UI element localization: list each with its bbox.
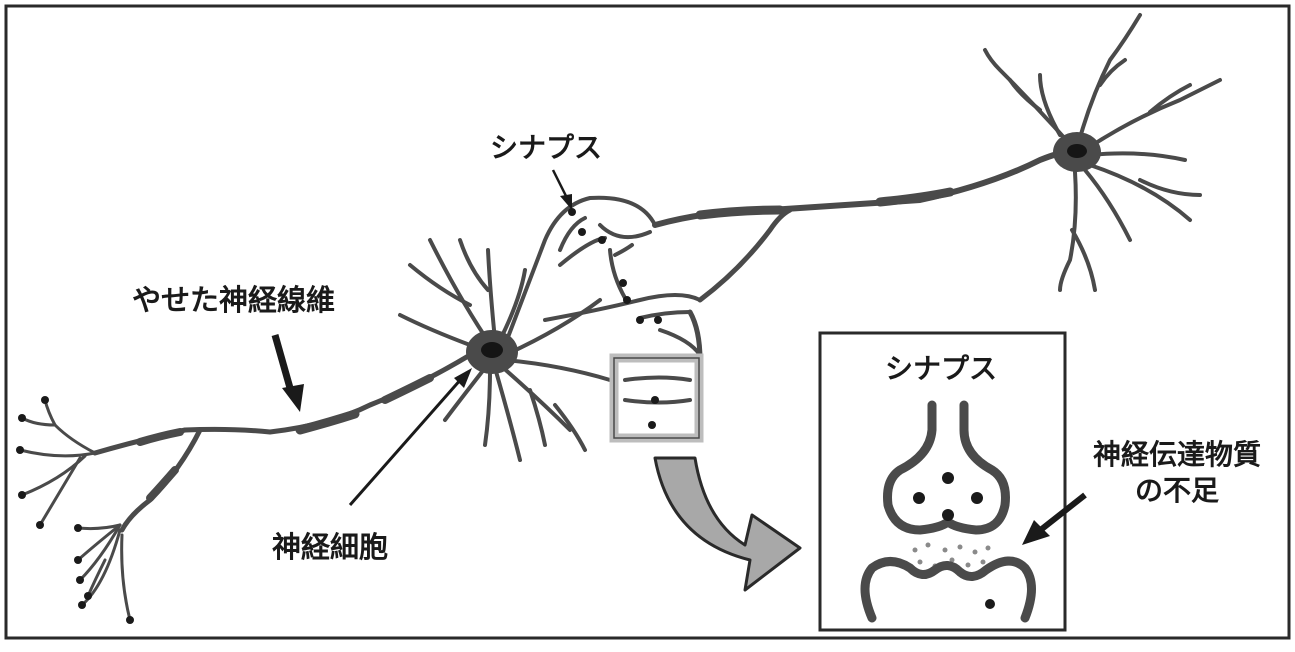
right-neuron-dendrites <box>983 13 1222 292</box>
neurotransmitter-label-line1: 神経伝達物質 <box>1093 438 1261 471</box>
presynaptic-terminal <box>883 400 1010 535</box>
outer-frame <box>4 4 1291 640</box>
nerve-cell-arrow-icon <box>454 368 472 388</box>
left-terminal-knobs <box>16 396 134 624</box>
transmitter-arrow-icon <box>1022 520 1050 545</box>
synapse-arrow-icon <box>560 194 572 210</box>
synaptic-vesicles <box>913 472 983 521</box>
left-neuron-dendrites <box>398 238 612 462</box>
inset-frame <box>818 331 1067 632</box>
pointer-arrows <box>271 169 1087 545</box>
middle-synapse-knobs <box>568 208 662 429</box>
thin-nerve-fiber <box>92 352 473 533</box>
inset-title: シナプス <box>885 352 997 385</box>
synapse-inset <box>818 331 1067 632</box>
neurotransmitter-dots <box>912 542 991 569</box>
postsynaptic-membrane <box>860 556 1036 623</box>
nerve-cell-label: 神経細胞 <box>272 530 388 564</box>
thin-fiber-arrow-icon <box>282 384 304 412</box>
synapse-label: シナプス <box>490 131 602 164</box>
neurotransmitter-label-line2: の不足 <box>1135 474 1219 507</box>
thin-fiber-label: やせた神経線維 <box>132 283 335 317</box>
right-neuron-nucleus <box>1067 144 1087 158</box>
postsynaptic-dot <box>985 599 995 609</box>
left-axon-terminals <box>18 398 132 622</box>
curved-arrow-icon <box>653 456 802 592</box>
left-neuron-nucleus <box>481 342 503 358</box>
